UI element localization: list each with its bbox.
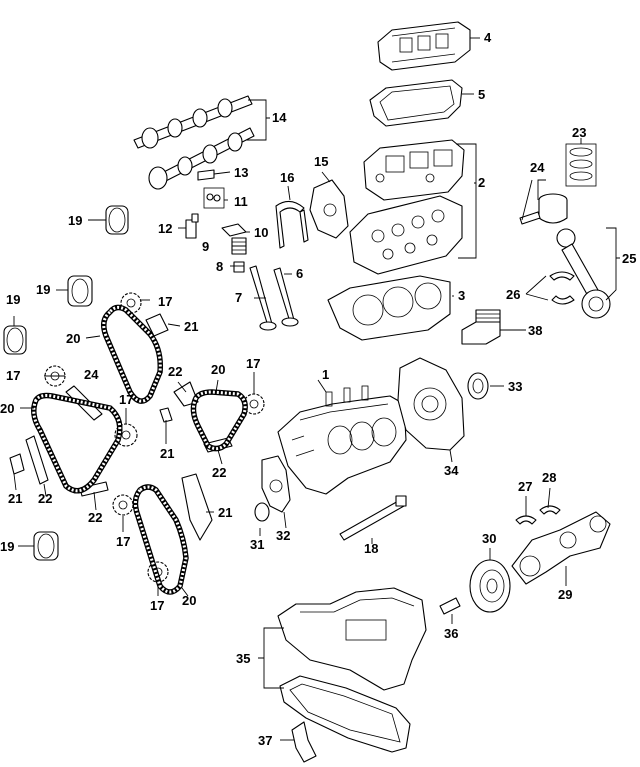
valve-cover xyxy=(377,21,471,71)
oil-pan-upper xyxy=(277,587,427,691)
callout-26: 26 xyxy=(506,287,520,302)
callout-38: 38 xyxy=(528,323,542,338)
callout-2: 2 xyxy=(478,175,485,190)
callout-11: 11 xyxy=(234,194,248,209)
callout-22a: 22 xyxy=(168,364,182,379)
oil-pump xyxy=(261,455,291,513)
callout-31: 31 xyxy=(250,537,264,552)
tensioners xyxy=(9,313,213,541)
pickup-tube xyxy=(291,721,317,763)
callout-19d: 19 xyxy=(0,539,14,554)
callout-21c: 21 xyxy=(8,491,22,506)
callout-17e: 17 xyxy=(116,534,130,549)
callout-13: 13 xyxy=(234,165,248,180)
balancer xyxy=(469,559,511,613)
callout-19a: 19 xyxy=(68,213,82,228)
rear-cover xyxy=(397,357,465,451)
cam-carrier xyxy=(363,139,465,201)
callout-17c: 17 xyxy=(119,392,133,407)
callout-9: 9 xyxy=(202,239,209,254)
cam-adjusters xyxy=(3,205,129,561)
callout-25: 25 xyxy=(622,251,636,266)
callout-17a: 17 xyxy=(158,294,172,309)
callout-21a: 21 xyxy=(184,319,198,334)
callout-19c: 19 xyxy=(6,292,20,307)
callout-22b: 22 xyxy=(212,465,226,480)
engine-block xyxy=(277,385,407,495)
chain-guide xyxy=(275,200,309,249)
callout-36: 36 xyxy=(444,626,458,641)
callout-16: 16 xyxy=(280,170,294,185)
callout-7: 7 xyxy=(235,290,242,305)
callout-24a: 24 xyxy=(530,160,545,175)
crankshaft xyxy=(511,511,611,585)
lifter xyxy=(203,187,225,209)
oil-pan-lower xyxy=(279,675,411,753)
callout-19b: 19 xyxy=(36,282,50,297)
oil-cooler xyxy=(461,309,501,345)
valve-cover-gasket xyxy=(369,79,463,127)
callout-20a: 20 xyxy=(66,331,80,346)
callout-14: 14 xyxy=(272,110,287,125)
callout-29: 29 xyxy=(558,587,572,602)
callout-20b: 20 xyxy=(0,401,14,416)
callout-17f: 17 xyxy=(150,598,164,613)
hydraulic-adjuster xyxy=(185,213,199,239)
crank-seal xyxy=(467,372,489,400)
camshafts xyxy=(133,95,255,190)
main-bearings xyxy=(515,505,561,525)
callout-37: 37 xyxy=(258,733,272,748)
sensor xyxy=(439,597,461,615)
timing-cover xyxy=(309,179,349,239)
callout-5: 5 xyxy=(478,87,485,102)
callout-17d: 17 xyxy=(246,356,260,371)
piston xyxy=(519,193,568,225)
plug xyxy=(197,169,215,181)
callout-30: 30 xyxy=(482,531,496,546)
cylinder-head xyxy=(349,195,463,275)
callout-8: 8 xyxy=(216,259,223,274)
callout-17b: 17 xyxy=(6,368,20,383)
callout-20d: 20 xyxy=(182,593,196,608)
valve-keeper xyxy=(233,261,245,273)
rod-bearings xyxy=(549,271,575,305)
callout-21b: 21 xyxy=(160,446,174,461)
callout-35: 35 xyxy=(236,651,250,666)
callout-27: 27 xyxy=(518,479,532,494)
callout-23: 23 xyxy=(572,125,586,140)
callout-32: 32 xyxy=(276,528,290,543)
head-gasket xyxy=(327,275,451,341)
callout-1: 1 xyxy=(322,367,329,382)
callout-28: 28 xyxy=(542,470,556,485)
valves xyxy=(249,265,299,331)
callout-20c: 20 xyxy=(211,362,225,377)
piston-rings xyxy=(565,143,597,187)
rocker-arm xyxy=(221,223,247,237)
callout-24b: 24 xyxy=(84,367,99,382)
callout-6: 6 xyxy=(296,266,303,281)
callout-12: 12 xyxy=(158,221,172,236)
connecting-rod xyxy=(556,228,611,319)
callout-3: 3 xyxy=(458,288,465,303)
callout-18: 18 xyxy=(364,541,378,556)
timing-chains xyxy=(31,304,248,595)
dipstick-tube xyxy=(339,495,407,541)
callout-21d: 21 xyxy=(218,505,232,520)
seal xyxy=(254,502,270,522)
callout-15: 15 xyxy=(314,154,328,169)
callout-33: 33 xyxy=(508,379,522,394)
callout-labels: 1 2 3 4 5 6 7 8 9 10 11 12 13 14 15 16 1… xyxy=(0,30,636,748)
callout-22d: 22 xyxy=(88,510,102,525)
callout-34: 34 xyxy=(444,463,459,478)
callout-22c: 22 xyxy=(38,491,52,506)
callout-10: 10 xyxy=(254,225,268,240)
callout-4: 4 xyxy=(484,30,492,45)
leader-lines xyxy=(13,37,620,741)
